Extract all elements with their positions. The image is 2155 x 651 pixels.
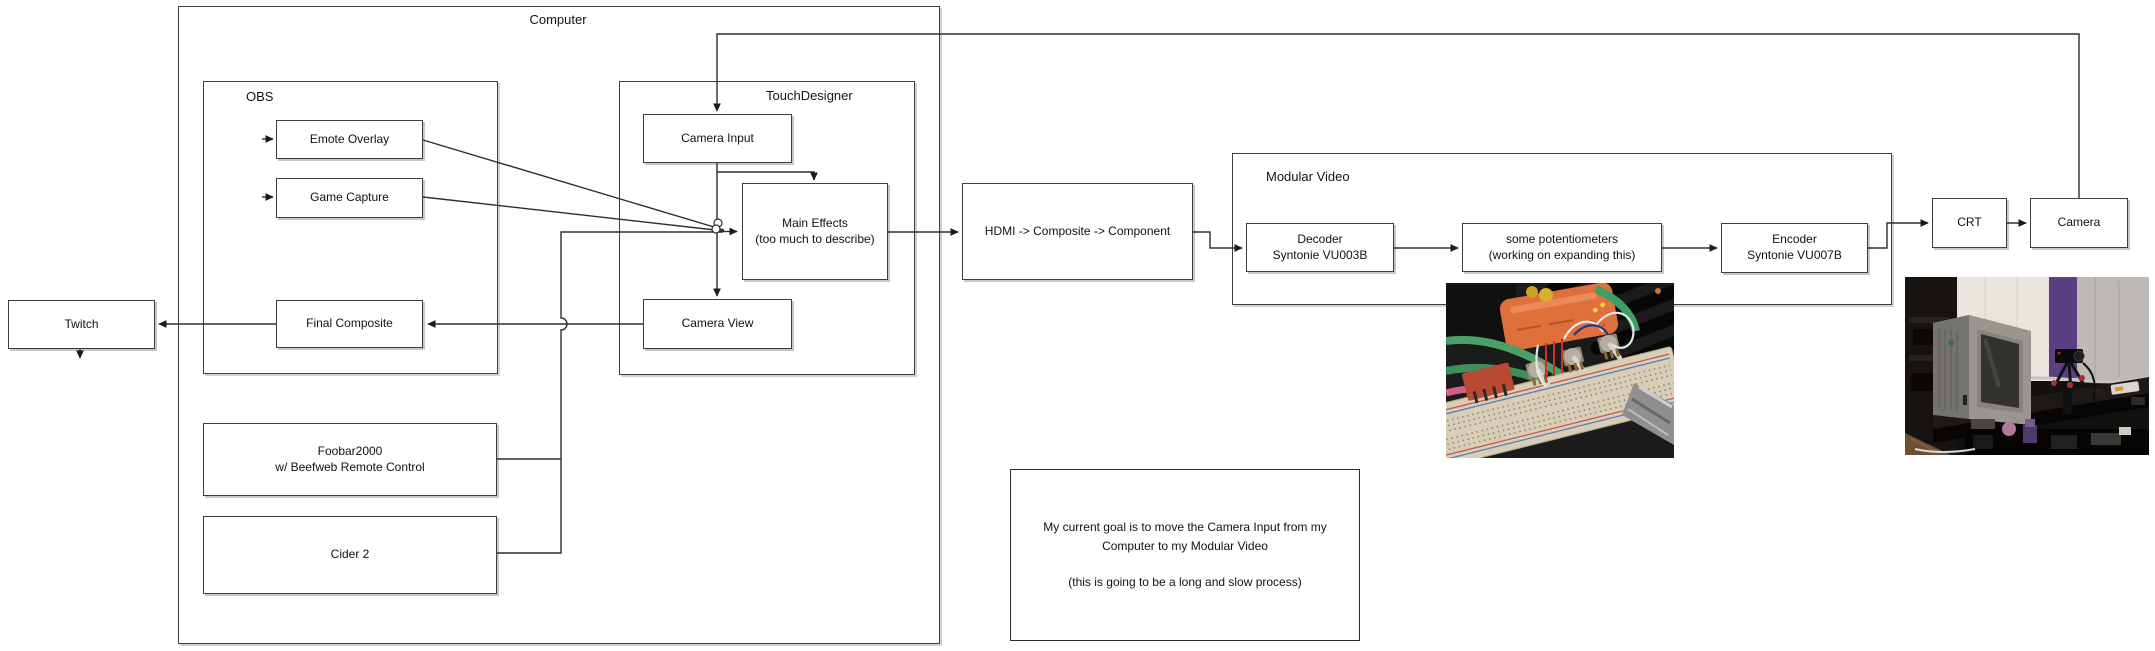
node-game-capture-label: Game Capture: [310, 190, 389, 205]
node-camera-label: Camera: [2057, 215, 2101, 230]
crt-setup-photo: [1905, 277, 2149, 455]
node-camera-input: Camera Input: [643, 114, 792, 163]
node-final-composite: Final Composite: [276, 300, 423, 348]
node-potentiometers-line1: some potentiometers: [1505, 231, 1619, 246]
node-crt-label: CRT: [1957, 215, 1982, 230]
node-camera-input-label: Camera Input: [681, 130, 754, 145]
node-camera: Camera: [2030, 198, 2128, 248]
breadboard-photo: [1446, 283, 1674, 458]
node-decoder: Decoder Syntonie VU003B: [1246, 223, 1394, 272]
node-twitch: Twitch: [8, 300, 155, 349]
node-cider2: Cider 2: [203, 516, 497, 594]
node-decoder-line1: Decoder: [1297, 231, 1343, 246]
goal-note-line3: (this is going to be a long and slow pro…: [1068, 575, 1302, 590]
breadboard-photo-graphic: [1446, 283, 1674, 458]
node-final-composite-label: Final Composite: [306, 316, 393, 331]
node-emote-overlay: Emote Overlay: [276, 120, 423, 159]
node-crt: CRT: [1932, 198, 2007, 248]
goal-note-line1: My current goal is to move the Camera In…: [1043, 520, 1327, 535]
node-twitch-label: Twitch: [64, 316, 99, 331]
node-foobar2000: Foobar2000 w/ Beefweb Remote Control: [203, 423, 497, 496]
node-hdmi-converter: HDMI -> Composite -> Component: [962, 183, 1193, 280]
node-main-effects-line2: (too much to describe): [755, 231, 875, 246]
obs-group-label: OBS: [246, 89, 274, 104]
node-potentiometers-line2: (working on expanding this): [1488, 247, 1636, 262]
crt-setup-photo-graphic: [1905, 277, 2149, 455]
computer-group-label: Computer: [529, 12, 587, 27]
computer-group-box: [178, 6, 940, 644]
node-encoder: Encoder Syntonie VU007B: [1721, 223, 1868, 273]
node-foobar2000-line2: w/ Beefweb Remote Control: [275, 459, 425, 474]
node-main-effects-line1: Main Effects: [782, 215, 848, 230]
touchdesigner-group-label: TouchDesigner: [766, 88, 853, 103]
goal-note-box: My current goal is to move the Camera In…: [1010, 469, 1360, 641]
node-encoder-line1: Encoder: [1772, 232, 1817, 247]
modular-video-group-label: Modular Video: [1266, 169, 1350, 184]
node-main-effects: Main Effects (too much to describe): [742, 183, 888, 280]
node-emote-overlay-label: Emote Overlay: [309, 131, 390, 146]
node-encoder-line2: Syntonie VU007B: [1747, 248, 1842, 262]
node-foobar2000-line1: Foobar2000: [317, 443, 383, 458]
node-camera-view-label: Camera View: [681, 316, 754, 331]
node-camera-view: Camera View: [643, 299, 792, 349]
node-decoder-line2: Syntonie VU003B: [1272, 247, 1368, 262]
node-cider2-label: Cider 2: [330, 547, 370, 562]
node-hdmi-converter-label: HDMI -> Composite -> Component: [984, 223, 1171, 238]
node-game-capture: Game Capture: [276, 178, 423, 218]
goal-note-line2: Computer to my Modular Video: [1102, 538, 1268, 553]
node-potentiometers: some potentiometers (working on expandin…: [1462, 223, 1662, 272]
